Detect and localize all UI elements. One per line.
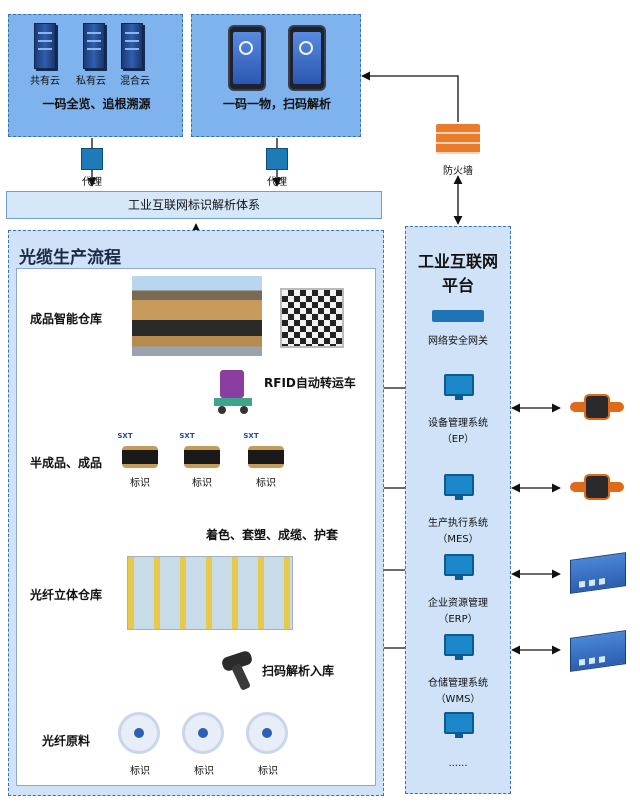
- system-ep-abbr: （EP）: [441, 434, 475, 445]
- cable-reel-icon: [184, 446, 220, 468]
- stage-finished-warehouse: 成品智能仓库: [30, 312, 103, 326]
- system-erp-name: 企业资源管理: [428, 598, 488, 609]
- tag-label: 标识: [194, 766, 214, 777]
- private-cloud-server-icon: [83, 23, 105, 69]
- cable-reel-icon: [248, 446, 284, 468]
- scan-box-title: 一码一物，扫码解析: [222, 97, 331, 111]
- proxy-server-icon: [81, 148, 103, 170]
- identifier-resolution-bar: 工业互联网标识解析体系: [6, 191, 382, 219]
- system-erp-abbr: （ERP）: [438, 614, 478, 625]
- step-scan-in: 扫码解析入库: [262, 664, 335, 678]
- firewall-icon: [436, 124, 480, 154]
- process-title: 光缆生产流程: [19, 248, 121, 268]
- proxy-server-icon: [266, 148, 288, 170]
- hybrid-cloud-server-icon: [121, 23, 143, 69]
- reel-brand: SXT: [117, 432, 133, 440]
- step-processing: 着色、套塑、成缆、护套: [206, 528, 339, 542]
- rfid-agv-icon: [214, 370, 254, 414]
- system-wms-name: 仓储管理系统: [428, 678, 488, 689]
- tag-label: 标识: [130, 478, 150, 489]
- computer-icon: [444, 554, 474, 582]
- qr-code-image: [280, 288, 344, 348]
- network-gateway-icon: [432, 310, 484, 322]
- cloud-label-public: 共有云: [30, 76, 60, 87]
- system-mes-name: 生产执行系统: [428, 518, 488, 529]
- smartphone-icon: [288, 25, 326, 91]
- system-wms-abbr: （WMS）: [435, 694, 481, 705]
- scan-resolve-box: 一码一物，扫码解析: [191, 14, 361, 137]
- public-cloud-server-icon: [34, 23, 56, 69]
- fiber-spool-icon: [182, 712, 224, 754]
- tag-label: 标识: [130, 766, 150, 777]
- platform-title-line1: 工业互联网: [417, 252, 498, 271]
- cloud-trace-box: 共有云 私有云 混合云 一码全览、追根溯源: [8, 14, 183, 137]
- tag-label: 标识: [192, 478, 212, 489]
- fiber-spool-icon: [118, 712, 160, 754]
- firewall-label: 防火墙: [443, 166, 473, 177]
- system-mes-abbr: （MES）: [437, 534, 479, 545]
- stage-fiber-warehouse: 光纤立体仓库: [30, 588, 103, 602]
- gateway-label: 网络安全网关: [428, 336, 488, 347]
- tag-label: 标识: [258, 766, 278, 777]
- barcode-scanner-icon: [220, 649, 254, 692]
- stage-raw-fiber: 光纤原料: [42, 734, 91, 748]
- stage-semi-finished: 半成品、成品: [30, 456, 103, 470]
- smartwatch-icon: [570, 392, 624, 422]
- cable-reel-icon: [122, 446, 158, 468]
- smartwatch-icon: [570, 472, 624, 502]
- computer-icon: [444, 374, 474, 402]
- system-ep-name: 设备管理系统: [428, 418, 488, 429]
- reel-brand: SXT: [179, 432, 195, 440]
- more-systems-ellipsis: ......: [448, 758, 468, 769]
- cloud-label-private: 私有云: [76, 76, 106, 87]
- tag-label: 标识: [256, 478, 276, 489]
- reel-brand: SXT: [243, 432, 259, 440]
- platform-title-line2: 平台: [441, 276, 474, 295]
- step-rfid: RFID自动转运车: [264, 376, 356, 390]
- computer-icon: [444, 712, 474, 740]
- proxy-label: 代理: [82, 177, 102, 188]
- computer-icon: [444, 474, 474, 502]
- computer-icon: [444, 634, 474, 662]
- proxy-label: 代理: [267, 177, 287, 188]
- cloud-label-hybrid: 混合云: [120, 76, 150, 87]
- smartphone-icon: [228, 25, 266, 91]
- fiber-spool-icon: [246, 712, 288, 754]
- cable-reels-photo: [132, 276, 262, 356]
- automated-warehouse-photo: [127, 556, 293, 630]
- cloud-box-title: 一码全览、追根溯源: [42, 97, 151, 111]
